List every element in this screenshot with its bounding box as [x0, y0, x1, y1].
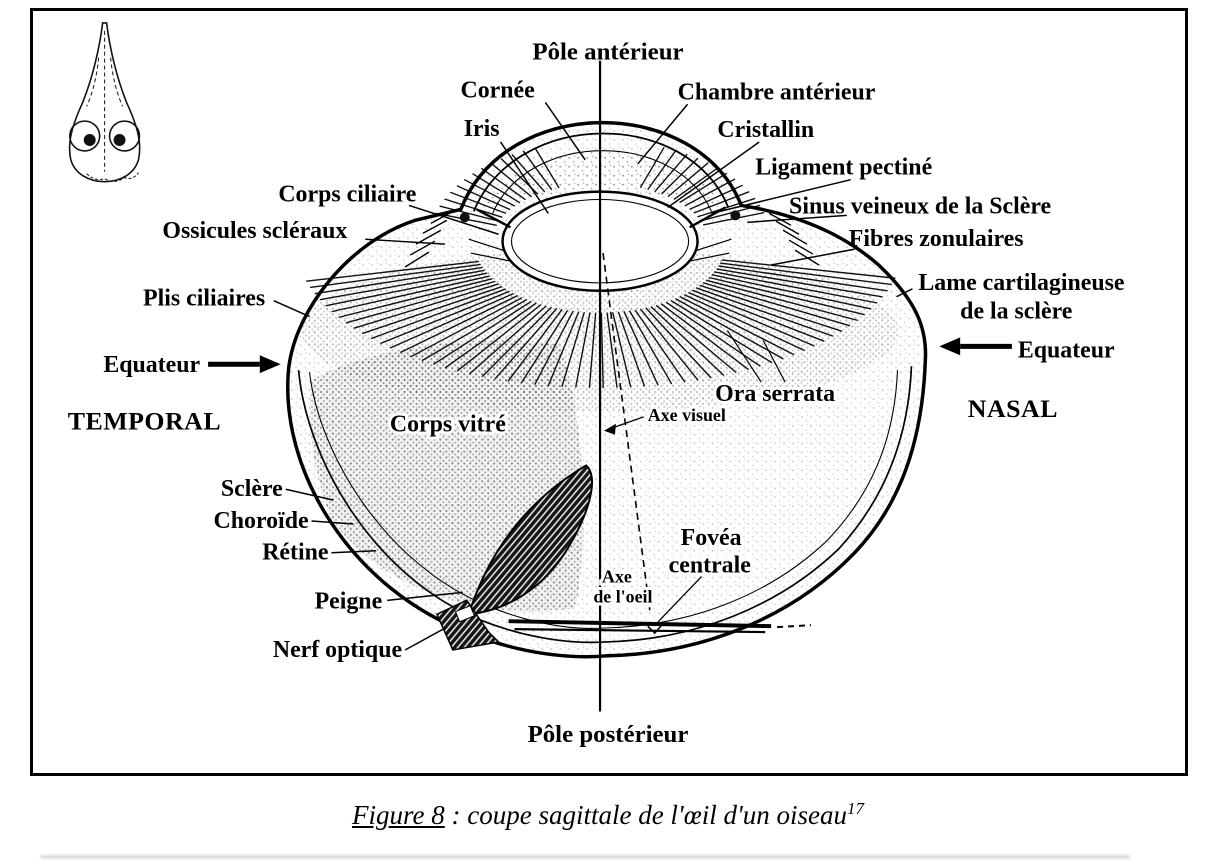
scan-artifact — [40, 855, 1130, 859]
leader-fibres-zonulaires — [771, 248, 855, 266]
figure-caption: Figure 8 : coupe sagittale de l'œil d'un… — [0, 799, 1216, 831]
caption-separator: : — [444, 800, 468, 830]
pole-posterieur-label: Pôle postérieur — [528, 721, 689, 748]
bird-pupil-left — [83, 134, 96, 146]
leader-ossicules — [365, 238, 445, 245]
ossicules-scleraux-label: Ossicules scléraux — [162, 218, 347, 244]
bird-beak-line-left — [86, 57, 100, 107]
pecten-group — [435, 464, 812, 651]
pecten — [467, 464, 593, 616]
leader-fovea — [657, 576, 702, 623]
cornee-label: Cornée — [460, 77, 534, 103]
equator-arrowhead-right — [939, 337, 961, 356]
leader-lines — [273, 101, 913, 651]
retine-label: Rétine — [262, 540, 328, 566]
eye-axis-line — [602, 252, 651, 611]
labels: Pôle antérieur Cornée Iris Chambre antér… — [68, 39, 1125, 749]
corps-ciliaire-label: Corps ciliaire — [278, 182, 416, 208]
leader-ora-serrata-1 — [726, 330, 762, 383]
leader-peigne — [387, 591, 463, 602]
anterior-chamber-arc — [492, 150, 712, 214]
leader-axe-visuel-head — [604, 423, 616, 435]
choroid-outline — [297, 366, 913, 644]
bird-eye-left — [69, 120, 101, 152]
sclere-label: Sclère — [221, 476, 283, 502]
cornea-inner-arc — [472, 132, 730, 212]
equator-arrowhead-left — [259, 355, 281, 374]
caption-figure-label: Figure 8 — [352, 800, 445, 830]
fovea-centrale-line1: Fovéa — [681, 525, 742, 551]
leader-ligament-pectine — [711, 178, 851, 215]
cristallin-label: Cristallin — [717, 117, 814, 143]
leader-retine — [331, 550, 377, 554]
bird-head-outline — [68, 22, 141, 183]
axes — [598, 60, 651, 712]
leader-sclere — [285, 488, 334, 501]
caption-footnote: 17 — [847, 799, 864, 818]
ora-serrata-label: Ora serrata — [715, 381, 835, 407]
fovea-notch — [647, 624, 663, 635]
eye-diagram: Pôle antérieur Cornée Iris Chambre antér… — [68, 22, 1125, 749]
leader-sinus-veineux — [747, 214, 847, 224]
leader-ora-serrata-2 — [762, 340, 786, 383]
leader-plis-ciliaires — [273, 300, 310, 318]
nerf-optique-label: Nerf optique — [273, 637, 402, 663]
leader-chambre-anterieur — [637, 103, 689, 165]
pectinate-ligament-knot-left — [459, 212, 470, 223]
pectinate-ligament-knot-right — [730, 210, 741, 221]
optic-nerve — [435, 599, 501, 651]
leader-lame-cartilagineuse — [896, 288, 913, 298]
leader-iris — [499, 141, 549, 214]
leader-cornee — [544, 101, 586, 161]
leader-cristallin — [667, 141, 760, 209]
leader-choroide — [311, 520, 354, 525]
equateur-right-label: Equateur — [1018, 337, 1115, 363]
zonular-fibres-lines — [468, 238, 732, 262]
anterior-chamber-stipple — [480, 151, 724, 210]
ligament-pectine-label: Ligament pectiné — [755, 155, 932, 181]
bird-eye-right — [108, 120, 141, 152]
leader-corps-ciliaire — [408, 204, 499, 235]
axe-oeil-line1: Axe — [602, 567, 632, 587]
plis-ciliaires-label: Plis ciliaires — [143, 286, 265, 312]
bird-beak-line-right — [110, 57, 123, 107]
peigne-label: Peigne — [315, 588, 383, 614]
caption-text: coupe sagittale de l'œil d'un oiseau — [467, 800, 847, 830]
posterior-band — [508, 619, 812, 634]
figure-frame: Pôle antérieur Cornée Iris Chambre antér… — [30, 8, 1188, 776]
lame-cartilagineuse-line2: de la sclère — [960, 299, 1072, 325]
iris-label: Iris — [464, 116, 500, 142]
bird-neck-squiggle — [86, 172, 139, 182]
axe-oeil-line2: de l'oeil — [593, 586, 652, 606]
fovea-centrale-line2: centrale — [669, 553, 751, 579]
retina-outline — [309, 370, 899, 630]
sinus-veineux-label: Sinus veineux de la Sclère — [789, 193, 1051, 219]
ciliary-hatch-fan — [306, 146, 896, 389]
bird-pupil-right — [113, 134, 126, 146]
temporal-label: TEMPORAL — [68, 407, 221, 436]
chambre-anterieur-label: Chambre antérieur — [678, 79, 876, 105]
choroide-label: Choroïde — [214, 508, 309, 534]
bird-head-sketch — [68, 22, 141, 183]
lame-cartilagineuse-line1: Lame cartilagineuse — [918, 270, 1124, 296]
corps-vitre-label: Corps vitré — [390, 412, 506, 438]
fibres-zonulaires-label: Fibres zonulaires — [849, 226, 1024, 252]
equateur-left-label: Equateur — [103, 352, 200, 378]
equator-arrows — [208, 337, 1012, 374]
leader-nerf-optique — [404, 626, 448, 651]
optic-nerve-gap — [454, 605, 476, 623]
pole-anterieur-label: Pôle antérieur — [532, 39, 683, 66]
axe-visuel-label: Axe visuel — [648, 405, 726, 425]
nasal-label: NASAL — [968, 394, 1058, 423]
